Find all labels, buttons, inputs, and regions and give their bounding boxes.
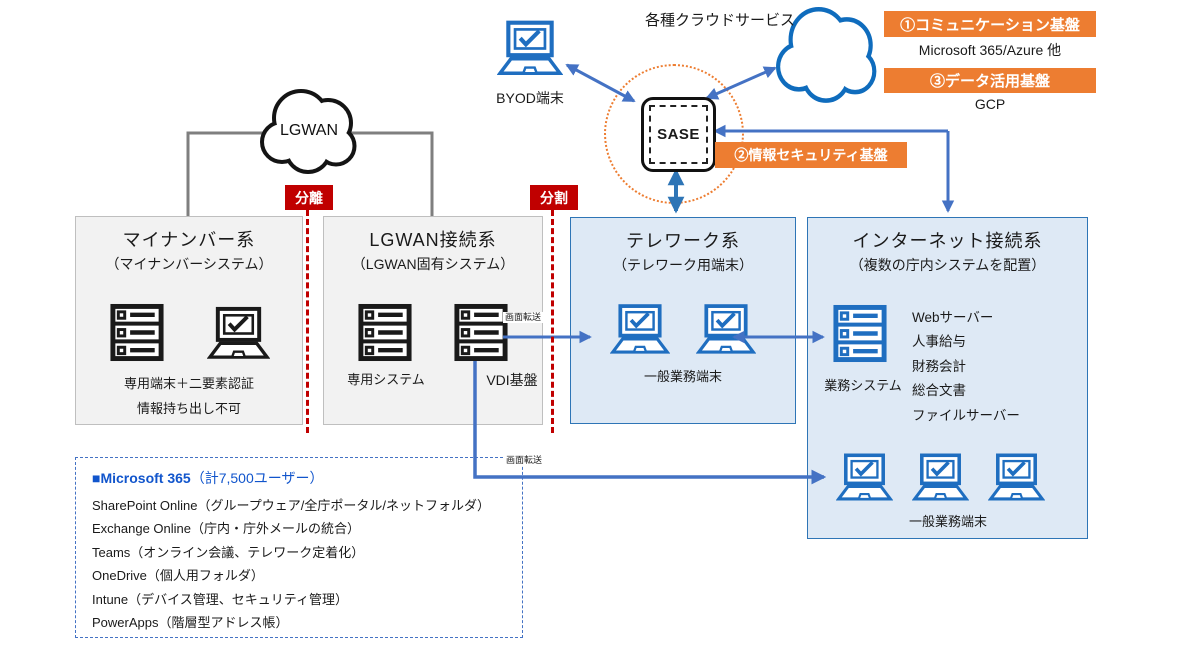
separator-label-split: 分割	[530, 185, 578, 210]
cloud-services-label: 各種クラウドサービス	[645, 12, 796, 29]
m365-item: Exchange Online（庁内・庁外メールの統合）	[92, 521, 361, 537]
system-item: 総合文書	[912, 383, 966, 399]
system-item: Webサーバー	[912, 310, 994, 325]
zone-mynumber: マイナンバー系 （マイナンバーシステム） 専用端末＋二要素認証 情報持ち出し不可	[75, 216, 303, 425]
zone-lgwan-subtitle: （LGWAN固有システム）	[351, 256, 515, 272]
system-item: 財務会計	[912, 358, 966, 374]
m365-title: ■Microsoft 365（計7,500ユーザー）	[92, 468, 516, 488]
zone-lgwan-vdi-label: VDI基盤	[486, 372, 538, 388]
laptop-icon	[988, 451, 1045, 505]
server-icon	[357, 303, 413, 362]
system-item: 人事給与	[912, 334, 966, 350]
separator-line-separate	[306, 210, 309, 433]
m365-panel: ■Microsoft 365（計7,500ユーザー） SharePoint On…	[75, 457, 523, 638]
zone-telework-caption: 一般業務端末	[643, 369, 722, 384]
m365-item: Intune（デバイス管理、セキュリティ管理）	[92, 591, 348, 607]
screen-transfer-label-1: 画面転送	[503, 312, 544, 323]
zone-mynumber-subtitle: （マイナンバーシステム）	[105, 256, 273, 272]
server-icon	[109, 303, 165, 362]
system-item: ファイルサーバー	[912, 407, 1020, 423]
zone-lgwan-server-label: 専用システム	[347, 372, 425, 387]
separator-line-split	[551, 210, 554, 433]
zone-lgwan-title: LGWAN接続系	[369, 230, 497, 250]
badge-data-platform: ③データ活用基盤	[884, 68, 1096, 93]
byod-laptop-icon	[497, 20, 563, 78]
zone-internet-systems-list: Webサーバー 人事給与 財務会計 総合文書 ファイルサーバー	[912, 306, 1020, 428]
badge-data-platform-caption: GCP	[974, 96, 1006, 112]
sase-label: SASE	[649, 105, 708, 164]
laptop-icon	[696, 302, 756, 358]
separator-label-separate: 分離	[285, 185, 333, 210]
m365-item: PowerApps（階層型アドレス帳）	[92, 614, 289, 630]
zone-internet-subtitle: （複数の庁内システムを配置）	[849, 257, 1046, 273]
m365-item: Teams（オンライン会議、テレワーク定着化）	[92, 544, 365, 560]
vdi-server-icon	[453, 303, 509, 362]
zone-mynumber-caption1: 専用端末＋二要素認証	[123, 376, 254, 391]
laptop-icon	[912, 451, 969, 505]
m365-title-name: ■Microsoft 365	[92, 470, 191, 486]
badge-communication-caption: Microsoft 365/Azure 他	[918, 42, 1062, 58]
zone-mynumber-caption2: 情報持ち出し不可	[136, 401, 241, 416]
badge-security: ②情報セキュリティ基盤	[715, 142, 907, 168]
lgwan-cloud-label: LGWAN	[279, 121, 339, 139]
business-server-icon	[832, 304, 888, 363]
zone-internet: インターネット接続系 （複数の庁内システムを配置） 業務システム Webサーバー…	[807, 217, 1088, 539]
m365-title-users: （計7,500ユーザー）	[190, 470, 324, 486]
sase-box: SASE	[641, 97, 716, 172]
laptop-icon	[836, 451, 893, 505]
zone-telework-title: テレワーク系	[626, 231, 740, 251]
lgwan-cloud: LGWAN	[258, 89, 360, 175]
m365-feature-list: SharePoint Online（グループウェア/全庁ポータル/ネットフォルダ…	[92, 494, 516, 634]
m365-item: OneDrive（個人用フォルダ）	[92, 568, 264, 584]
laptop-icon	[207, 306, 270, 362]
byod-label: BYOD端末	[496, 90, 564, 106]
zone-mynumber-title: マイナンバー系	[122, 230, 256, 250]
zone-internet-title: インターネット接続系	[852, 231, 1043, 251]
m365-item: SharePoint Online（グループウェア/全庁ポータル/ネットフォルダ…	[92, 498, 490, 513]
badge-communication: ①コミュニケーション基盤	[884, 11, 1096, 37]
zone-telework: テレワーク系 （テレワーク用端末） 一般業務端末	[570, 217, 796, 424]
screen-transfer-label-2: 画面転送	[504, 455, 545, 466]
zone-internet-server-label: 業務システム	[824, 378, 902, 393]
laptop-icon	[610, 302, 670, 358]
zone-internet-caption: 一般業務端末	[908, 514, 987, 529]
zone-telework-subtitle: （テレワーク用端末）	[613, 257, 753, 273]
